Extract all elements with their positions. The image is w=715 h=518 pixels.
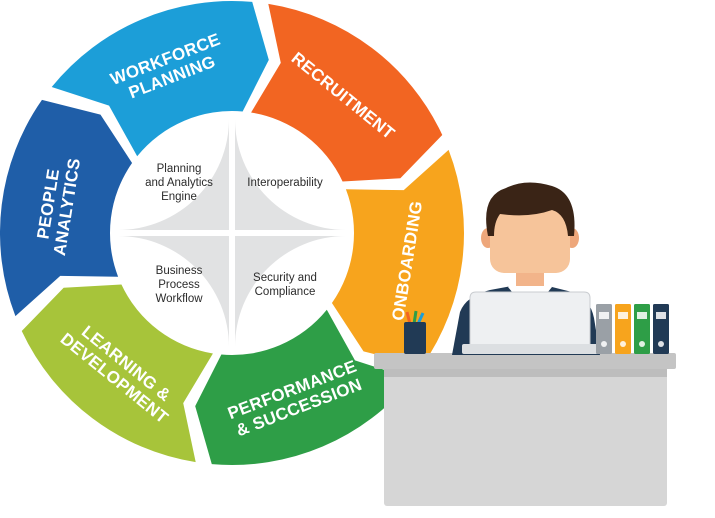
segment-recruitment: RECRUITMENT	[251, 3, 443, 182]
segment-onboarding: ONBOARDING	[331, 149, 465, 367]
laptop	[462, 291, 598, 354]
segment-people-analytics: PEOPLEANALYTICS	[0, 99, 133, 317]
segment-learning-development: LEARNING &DEVELOPMENT	[21, 284, 213, 463]
core-quadrant-shape-business-process-workflow	[118, 236, 229, 347]
segment-arrow-learning-development	[21, 284, 213, 463]
binder	[615, 304, 631, 354]
core-quadrant-shape-interoperability	[235, 119, 346, 230]
desk-shadow	[384, 369, 667, 377]
segment-workforce-planning: WORKFORCEPLANNING	[51, 1, 269, 157]
binder	[596, 304, 612, 354]
binder	[634, 304, 650, 354]
face	[490, 205, 570, 273]
segment-arrow-recruitment	[251, 3, 443, 182]
core-label-interoperability: Interoperability	[247, 177, 323, 189]
hair	[486, 182, 575, 236]
laptop-base	[462, 344, 598, 354]
binders	[596, 304, 669, 354]
segment-arrow-performance-succession	[195, 309, 413, 465]
laptop-lid	[469, 291, 591, 347]
segment-performance-succession: PERFORMANCE& SUCCESSION	[195, 309, 413, 465]
office-worker-illustration	[374, 182, 676, 506]
segment-arrow-onboarding	[331, 149, 465, 367]
segment-arrow-people-analytics	[0, 99, 133, 317]
core-quadrant-interoperability: Interoperability	[235, 119, 346, 230]
pen-holder	[404, 310, 426, 354]
segment-arrow-workforce-planning	[51, 1, 269, 157]
core-quadrant-shape-planning-analytics-engine	[118, 119, 229, 230]
desk-body	[384, 366, 667, 506]
core-quadrant-shape-security-compliance	[235, 236, 346, 347]
binder	[653, 304, 669, 354]
desk-top	[374, 353, 676, 369]
